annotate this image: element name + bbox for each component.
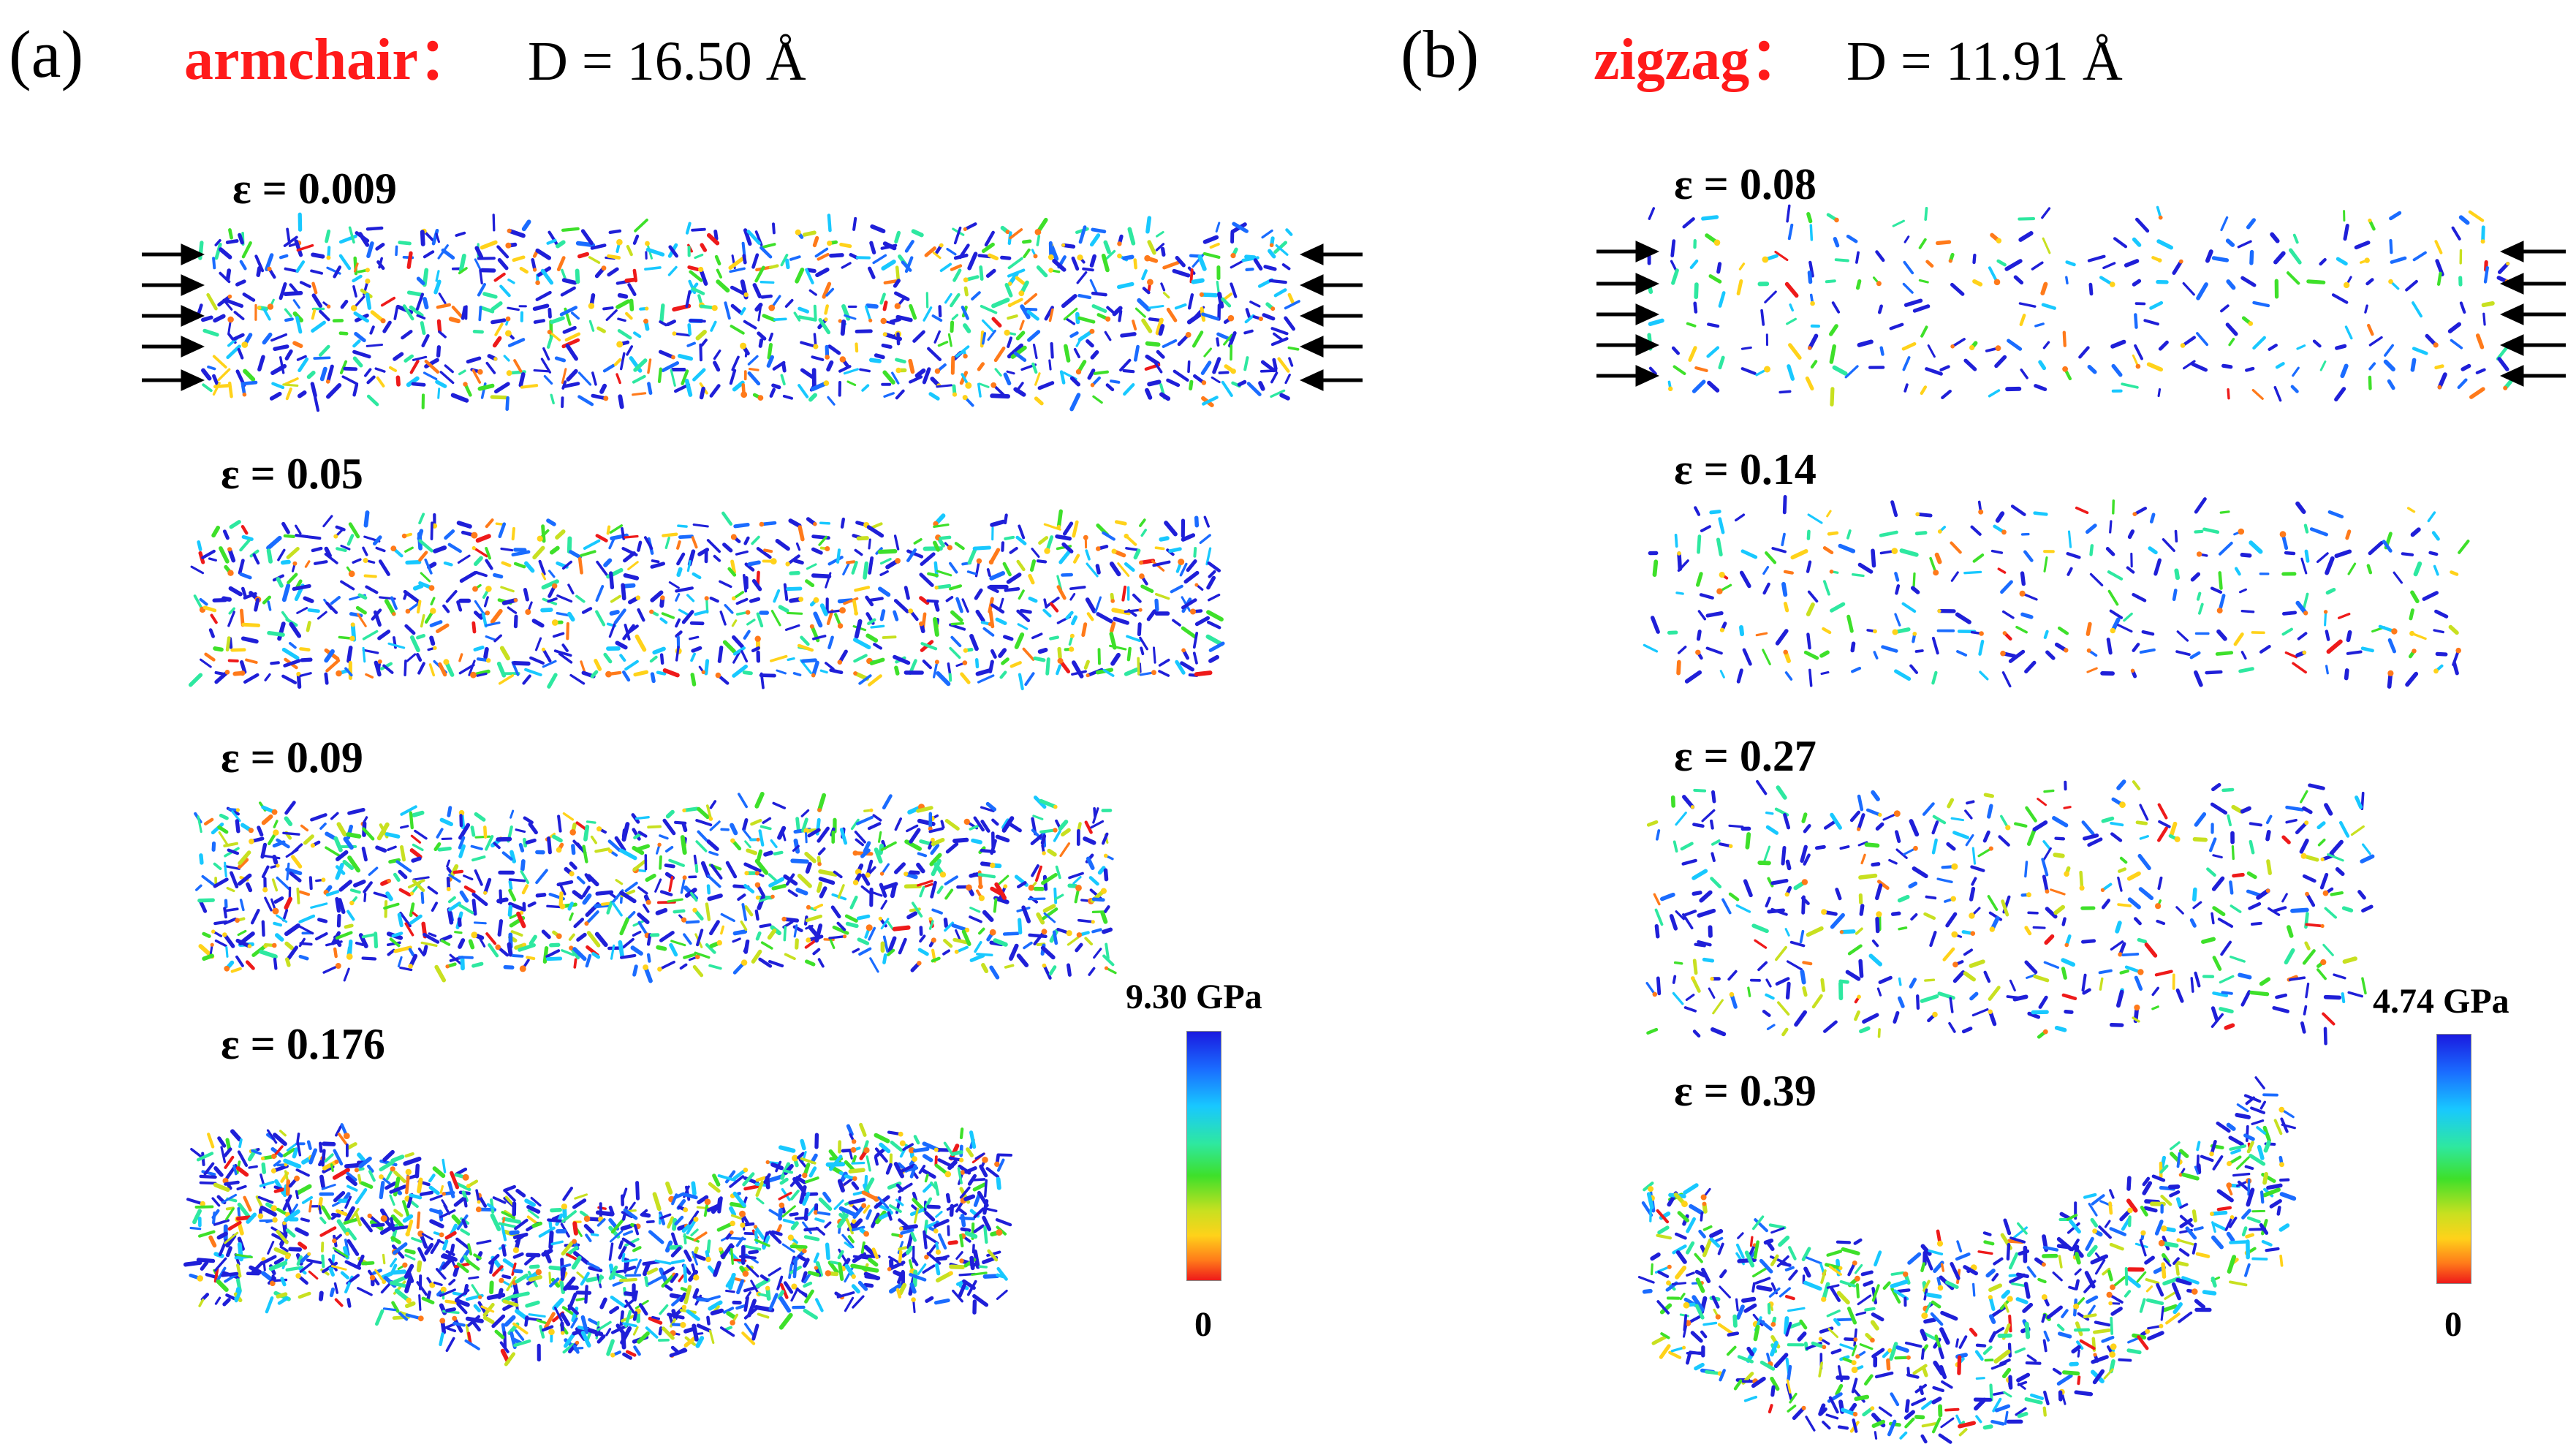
panel-b-letter: (b) — [1401, 17, 1480, 91]
left-compression-arrows-b — [1596, 241, 1659, 387]
colorbar-a-max-label: 9.30 GPa — [1126, 978, 1262, 1016]
strain-label-a-3: ε = 0.09 — [221, 733, 363, 782]
armchair-tube-strain-1 — [196, 212, 1300, 412]
zigzag-tube-strain-4 — [1637, 1076, 2297, 1444]
panel-a-diameter: D = 16.50 Å — [528, 31, 806, 92]
armchair-tube-strain-2 — [188, 509, 1225, 691]
armchair-tube-strain-4 — [183, 1122, 1013, 1367]
panel-a-type-label: armchair： — [184, 28, 477, 92]
colorbar-a-min-label: 0 — [1194, 1305, 1212, 1344]
zigzag-tube-strain-2 — [1643, 495, 2470, 689]
strain-label-a-4: ε = 0.176 — [221, 1020, 385, 1068]
strain-label-a-1: ε = 0.009 — [232, 165, 397, 213]
panel-b-type-label: zigzag： — [1594, 28, 1808, 92]
zigzag-tube-strain-1 — [1646, 204, 2513, 407]
panel-a-letter: (a) — [9, 17, 84, 91]
strain-label-b-3: ε = 0.27 — [1674, 732, 1817, 780]
colorbar-b-min-label: 0 — [2444, 1305, 2462, 1344]
colorbar-b-max-label: 4.74 GPa — [2373, 982, 2509, 1021]
strain-label-b-4: ε = 0.39 — [1674, 1067, 1817, 1115]
zigzag-tube-strain-3 — [1645, 779, 2375, 1046]
right-compression-arrows-b — [2500, 241, 2566, 387]
colorbar-a — [1186, 1031, 1221, 1281]
strain-label-b-1: ε = 0.08 — [1674, 160, 1817, 208]
strain-label-a-2: ε = 0.05 — [221, 450, 363, 498]
left-compression-arrows-a — [142, 243, 205, 391]
panel-b-diameter: D = 11.91 Å — [1846, 31, 2123, 92]
right-compression-arrows-a — [1300, 243, 1363, 391]
strain-label-b-2: ε = 0.14 — [1674, 445, 1817, 494]
armchair-tube-strain-3 — [194, 791, 1117, 983]
colorbar-b — [2436, 1034, 2471, 1284]
